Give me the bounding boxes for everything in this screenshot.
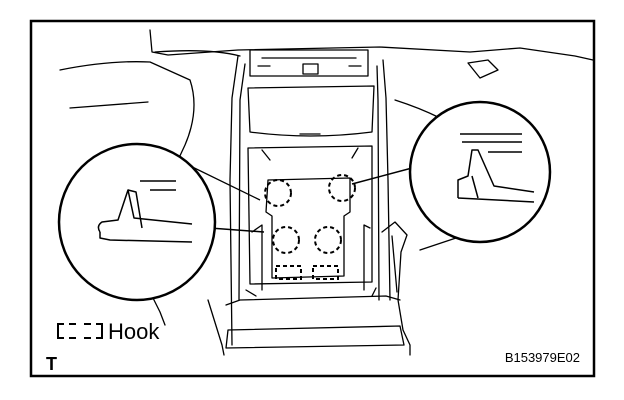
hook-upper-right <box>328 174 356 202</box>
legend-hook-label: Hook <box>108 319 160 344</box>
hook-upper-left <box>264 179 292 207</box>
legend: Hook <box>57 319 160 344</box>
hook-middle-right <box>314 226 342 254</box>
figure-code: B153979E02 <box>505 350 580 365</box>
figure-frame <box>29 19 596 378</box>
hook-lower-left <box>275 265 302 280</box>
corner-mark: T <box>46 354 57 374</box>
hook-middle-left <box>272 226 300 254</box>
callout-left <box>57 142 265 302</box>
hook-lower-right <box>312 265 339 280</box>
hook-legend-symbol-icon <box>57 323 103 339</box>
callout-right <box>351 100 552 244</box>
hook-positions <box>264 174 356 280</box>
